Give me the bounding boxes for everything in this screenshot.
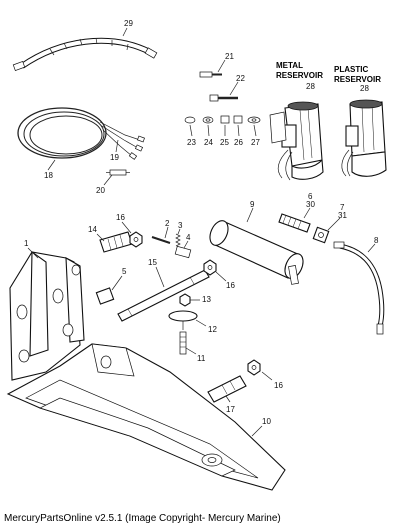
callout-10: 10 — [262, 417, 271, 426]
bushing-5 — [95, 275, 123, 305]
transom-bracket-1 — [9, 247, 85, 381]
hose-29 — [12, 27, 158, 71]
plate-12 — [168, 310, 207, 330]
callout-25: 25 — [220, 138, 229, 147]
callout-24: 24 — [204, 138, 213, 147]
bushing-17 — [207, 375, 247, 403]
shaft-15 — [117, 266, 210, 322]
callout-16-top: 16 — [116, 213, 125, 222]
label-plastic-reservoir-line2: RESERVOIR — [334, 75, 381, 84]
fuse-20 — [103, 169, 130, 186]
callout-23: 23 — [187, 138, 196, 147]
pin-2 — [151, 226, 171, 244]
callout-21: 21 — [225, 52, 234, 61]
bolt-11 — [179, 331, 197, 355]
callout-12: 12 — [208, 325, 217, 334]
callout-15: 15 — [148, 258, 157, 267]
reservoir-labels: METAL RESERVOIR 28 PLASTIC RESERVOIR 28 — [276, 61, 381, 93]
callout-16-mid: 16 — [226, 281, 235, 290]
callout-7: 7 — [340, 203, 345, 212]
callout-27: 27 — [251, 138, 260, 147]
nut-16-mid — [203, 259, 227, 282]
callout-20: 20 — [96, 186, 105, 195]
label-plastic-reservoir-num: 28 — [360, 84, 369, 93]
trim-cylinder-9 — [209, 207, 304, 285]
pump-metal-reservoir — [269, 101, 324, 181]
pump-plastic-reservoir — [341, 99, 387, 177]
nut-16-top — [121, 221, 143, 248]
nut-13 — [179, 293, 200, 307]
callout-30: 30 — [306, 200, 315, 209]
callout-11: 11 — [197, 354, 206, 363]
callout-22: 22 — [236, 74, 245, 83]
nut-16-lower — [247, 359, 273, 381]
callout-26: 26 — [234, 138, 243, 147]
callout-29: 29 — [124, 19, 133, 28]
callout-4: 4 — [186, 233, 191, 242]
spring-3 — [175, 228, 181, 247]
label-metal-reservoir-line2: RESERVOIR — [276, 71, 323, 80]
label-metal-reservoir-num: 28 — [306, 82, 315, 91]
rod-6 — [278, 207, 311, 233]
callout-2: 2 — [165, 219, 170, 228]
screw-22 — [209, 81, 239, 102]
callout-3: 3 — [178, 221, 183, 230]
bushing-14 — [96, 231, 133, 253]
callout-numbers: 29 21 22 23 24 25 26 27 19 18 20 9 6 30 … — [24, 19, 379, 426]
callout-13: 13 — [202, 295, 211, 304]
label-plastic-reservoir-line1: PLASTIC — [334, 65, 368, 74]
washers-23-27 — [184, 115, 261, 137]
wire-harness-18 — [17, 107, 145, 171]
callout-1: 1 — [24, 239, 29, 248]
callout-16-lower: 16 — [274, 381, 283, 390]
nut-7 — [312, 217, 341, 244]
connector-19 — [115, 139, 119, 153]
callout-6: 6 — [308, 192, 313, 201]
hose-8 — [333, 241, 385, 335]
callout-14: 14 — [88, 225, 97, 234]
callout-8: 8 — [374, 236, 379, 245]
callout-5: 5 — [122, 267, 127, 276]
plate-4 — [174, 240, 192, 259]
callout-31: 31 — [338, 211, 347, 220]
label-metal-reservoir-line1: METAL — [276, 61, 303, 70]
callout-9: 9 — [250, 200, 255, 209]
copyright-footer: MercuryPartsOnline v2.5.1 (Image Copyrig… — [4, 513, 281, 524]
callout-17: 17 — [226, 405, 235, 414]
trim-arm-10 — [6, 343, 286, 491]
callout-19: 19 — [110, 153, 119, 162]
screw-21 — [199, 59, 226, 78]
callout-18: 18 — [44, 171, 53, 180]
